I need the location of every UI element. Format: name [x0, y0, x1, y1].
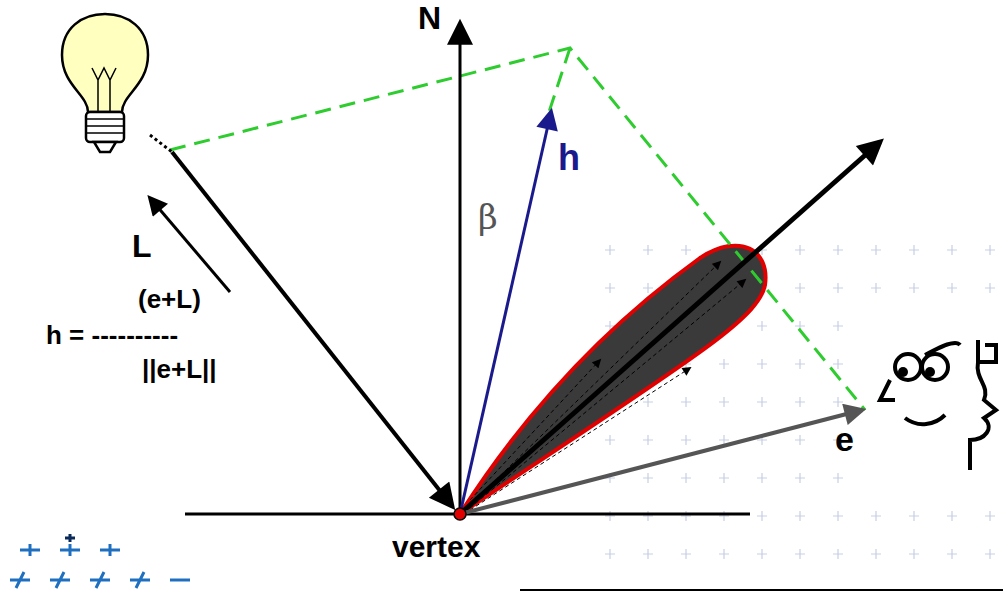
grid-plus	[757, 473, 767, 483]
grid-plus	[985, 549, 995, 559]
viewer-face-icon	[880, 340, 996, 470]
eye-vector-arrow	[460, 410, 862, 514]
grid-plus	[681, 473, 691, 483]
light-direction-arrow	[150, 198, 230, 292]
grid-plus	[871, 245, 881, 255]
grid-plus	[643, 549, 653, 559]
grid-plus	[719, 359, 729, 369]
grid-plus	[833, 549, 843, 559]
light-label: L	[132, 230, 152, 262]
grid-plus	[795, 283, 805, 293]
grid-plus	[643, 435, 653, 445]
grid-plus	[605, 549, 615, 559]
vertex-dot	[454, 508, 466, 520]
grid-plus	[605, 245, 615, 255]
grid-plus	[757, 549, 767, 559]
decor-crosses	[10, 534, 190, 588]
grid-plus	[795, 511, 805, 521]
reflection-arrow	[460, 142, 880, 514]
eye-label: e	[835, 422, 854, 456]
grid-plus	[681, 397, 691, 407]
grid-plus	[985, 511, 995, 521]
grid-plus	[605, 435, 615, 445]
grid-plus	[795, 397, 805, 407]
formula-denominator: ||e+L||	[142, 356, 217, 382]
formula-fraction-bar: h = ----------	[46, 322, 178, 348]
grid-plus	[833, 283, 843, 293]
grid-plus	[795, 435, 805, 445]
grid-plus	[833, 321, 843, 331]
grid-plus	[757, 359, 767, 369]
light-dots	[150, 135, 172, 152]
footer-rule	[520, 589, 1003, 591]
grid-plus	[643, 473, 653, 483]
grid-plus	[833, 511, 843, 521]
grid-plus	[909, 283, 919, 293]
grid-plus	[681, 245, 691, 255]
grid-plus	[985, 245, 995, 255]
grid-plus	[795, 549, 805, 559]
light-bulb-icon	[62, 14, 148, 152]
grid-plus	[795, 245, 805, 255]
grid-plus	[833, 245, 843, 255]
angle-label: β	[478, 200, 498, 234]
grid-plus	[795, 473, 805, 483]
grid-plus	[947, 245, 957, 255]
grid-plus	[833, 359, 843, 369]
normal-arrow	[459, 24, 462, 514]
grid-plus	[985, 283, 995, 293]
incident-ray	[172, 152, 452, 506]
grid-plus	[909, 245, 919, 255]
grid-plus	[681, 549, 691, 559]
grid-plus	[871, 549, 881, 559]
grid-plus	[719, 397, 729, 407]
normal-label: N	[418, 2, 441, 34]
grid-plus	[605, 283, 615, 293]
vertex-label: vertex	[392, 532, 480, 562]
grid-plus	[909, 549, 919, 559]
grid-plus	[833, 473, 843, 483]
grid-plus	[757, 397, 767, 407]
grid-plus	[871, 511, 881, 521]
grid-plus	[719, 549, 729, 559]
grid-plus	[681, 435, 691, 445]
grid-plus	[947, 511, 957, 521]
grid-plus	[757, 321, 767, 331]
grid-plus	[871, 283, 881, 293]
grid-plus	[643, 397, 653, 407]
half-vector-arrow	[460, 112, 551, 514]
grid-plus	[947, 283, 957, 293]
grid-plus	[719, 473, 729, 483]
grid-plus	[909, 511, 919, 521]
grid-plus	[643, 283, 653, 293]
grid-plus	[947, 549, 957, 559]
grid-plus	[795, 359, 805, 369]
construction-lines	[170, 48, 865, 410]
formula-numerator: (e+L)	[138, 286, 201, 312]
grid-plus	[833, 397, 843, 407]
half-vector-label: h	[558, 140, 580, 176]
grid-plus	[643, 245, 653, 255]
grid-plus	[757, 511, 767, 521]
